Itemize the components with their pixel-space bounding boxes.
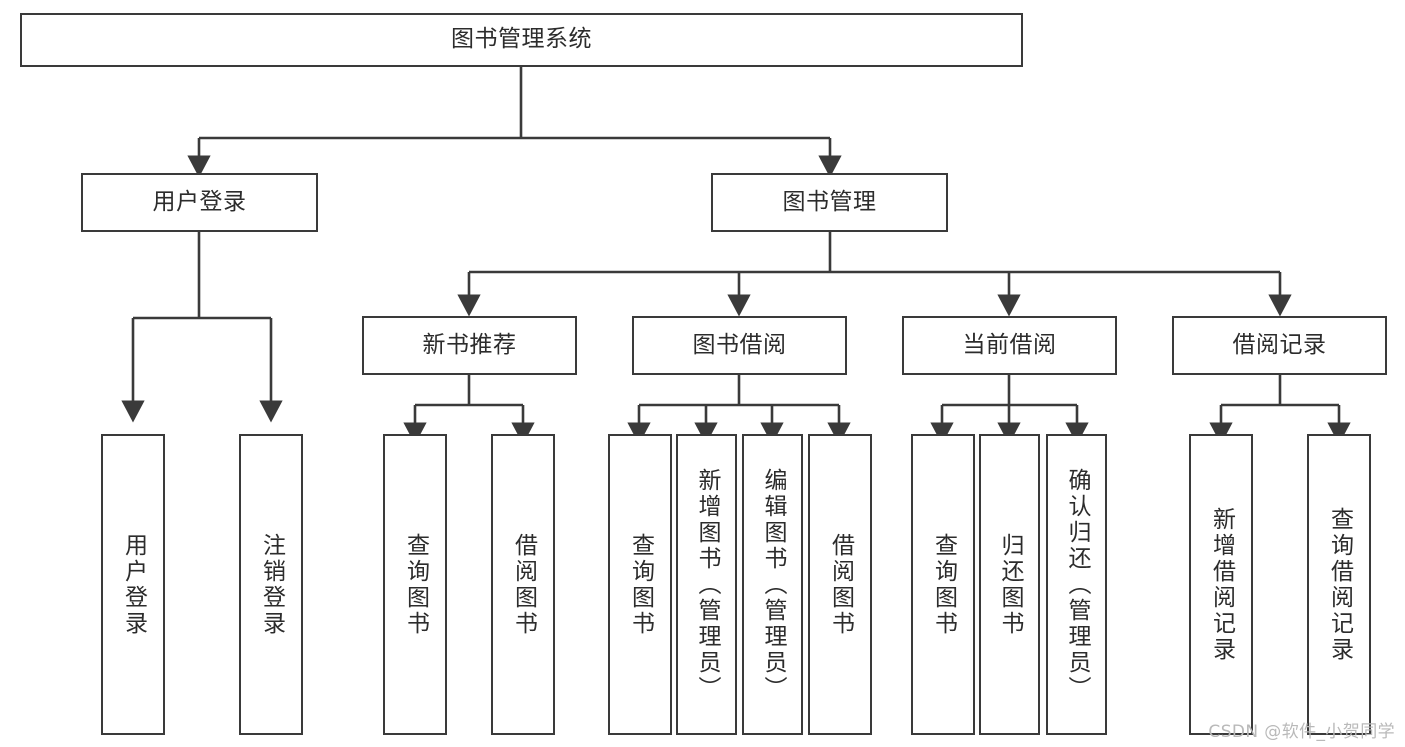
node-label: 查询图书 bbox=[627, 532, 654, 637]
node-book-management[interactable]: 图书管理 bbox=[711, 173, 948, 232]
node-label: 当前借阅 bbox=[962, 331, 1057, 358]
node-label: 图书管理系统 bbox=[451, 26, 592, 53]
node-label: 新书推荐 bbox=[422, 331, 517, 358]
leaf-record-add-borrow-record[interactable]: 新增借阅记录 bbox=[1189, 434, 1253, 735]
node-label: 借阅图书 bbox=[510, 532, 537, 637]
node-label: 新增借阅记录 bbox=[1208, 506, 1235, 663]
node-label: 确认归还（管理员） bbox=[1064, 467, 1090, 702]
node-label: 注销登录 bbox=[258, 532, 285, 637]
node-current-borrow[interactable]: 当前借阅 bbox=[902, 316, 1117, 375]
node-label: 查询借阅记录 bbox=[1326, 506, 1353, 663]
node-label: 编辑图书（管理员） bbox=[760, 467, 786, 702]
node-book-borrow[interactable]: 图书借阅 bbox=[632, 316, 847, 375]
leaf-new-book-query-book[interactable]: 查询图书 bbox=[383, 434, 447, 735]
leaf-borrow-edit-book-admin[interactable]: 编辑图书（管理员） bbox=[742, 434, 803, 735]
leaf-borrow-query-book[interactable]: 查询图书 bbox=[608, 434, 672, 735]
node-label: 借阅记录 bbox=[1232, 331, 1327, 358]
node-borrow-record[interactable]: 借阅记录 bbox=[1172, 316, 1387, 375]
leaf-user-login[interactable]: 用户登录 bbox=[101, 434, 165, 735]
leaf-borrow-add-book-admin[interactable]: 新增图书（管理员） bbox=[676, 434, 737, 735]
watermark-text: CSDN @软件_小贺同学 bbox=[1208, 722, 1395, 742]
leaf-current-return-book[interactable]: 归还图书 bbox=[979, 434, 1040, 735]
node-label: 用户登录 bbox=[120, 532, 147, 637]
leaf-logout[interactable]: 注销登录 bbox=[239, 434, 303, 735]
node-label: 用户登录 bbox=[152, 188, 247, 215]
node-label: 归还图书 bbox=[997, 532, 1023, 637]
node-label: 查询图书 bbox=[930, 532, 957, 637]
leaf-current-confirm-return-admin[interactable]: 确认归还（管理员） bbox=[1046, 434, 1107, 735]
node-label: 图书借阅 bbox=[692, 331, 787, 358]
node-user-login[interactable]: 用户登录 bbox=[81, 173, 318, 232]
leaf-record-query-borrow-record[interactable]: 查询借阅记录 bbox=[1307, 434, 1371, 735]
node-new-book-recommend[interactable]: 新书推荐 bbox=[362, 316, 577, 375]
leaf-new-book-borrow-book[interactable]: 借阅图书 bbox=[491, 434, 555, 735]
leaf-current-query-book[interactable]: 查询图书 bbox=[911, 434, 975, 735]
node-label: 新增图书（管理员） bbox=[694, 467, 720, 702]
leaf-borrow-borrow-book[interactable]: 借阅图书 bbox=[808, 434, 872, 735]
node-label: 图书管理 bbox=[782, 188, 877, 215]
node-label: 查询图书 bbox=[402, 532, 429, 637]
node-root-system[interactable]: 图书管理系统 bbox=[20, 13, 1023, 67]
node-label: 借阅图书 bbox=[827, 532, 854, 637]
